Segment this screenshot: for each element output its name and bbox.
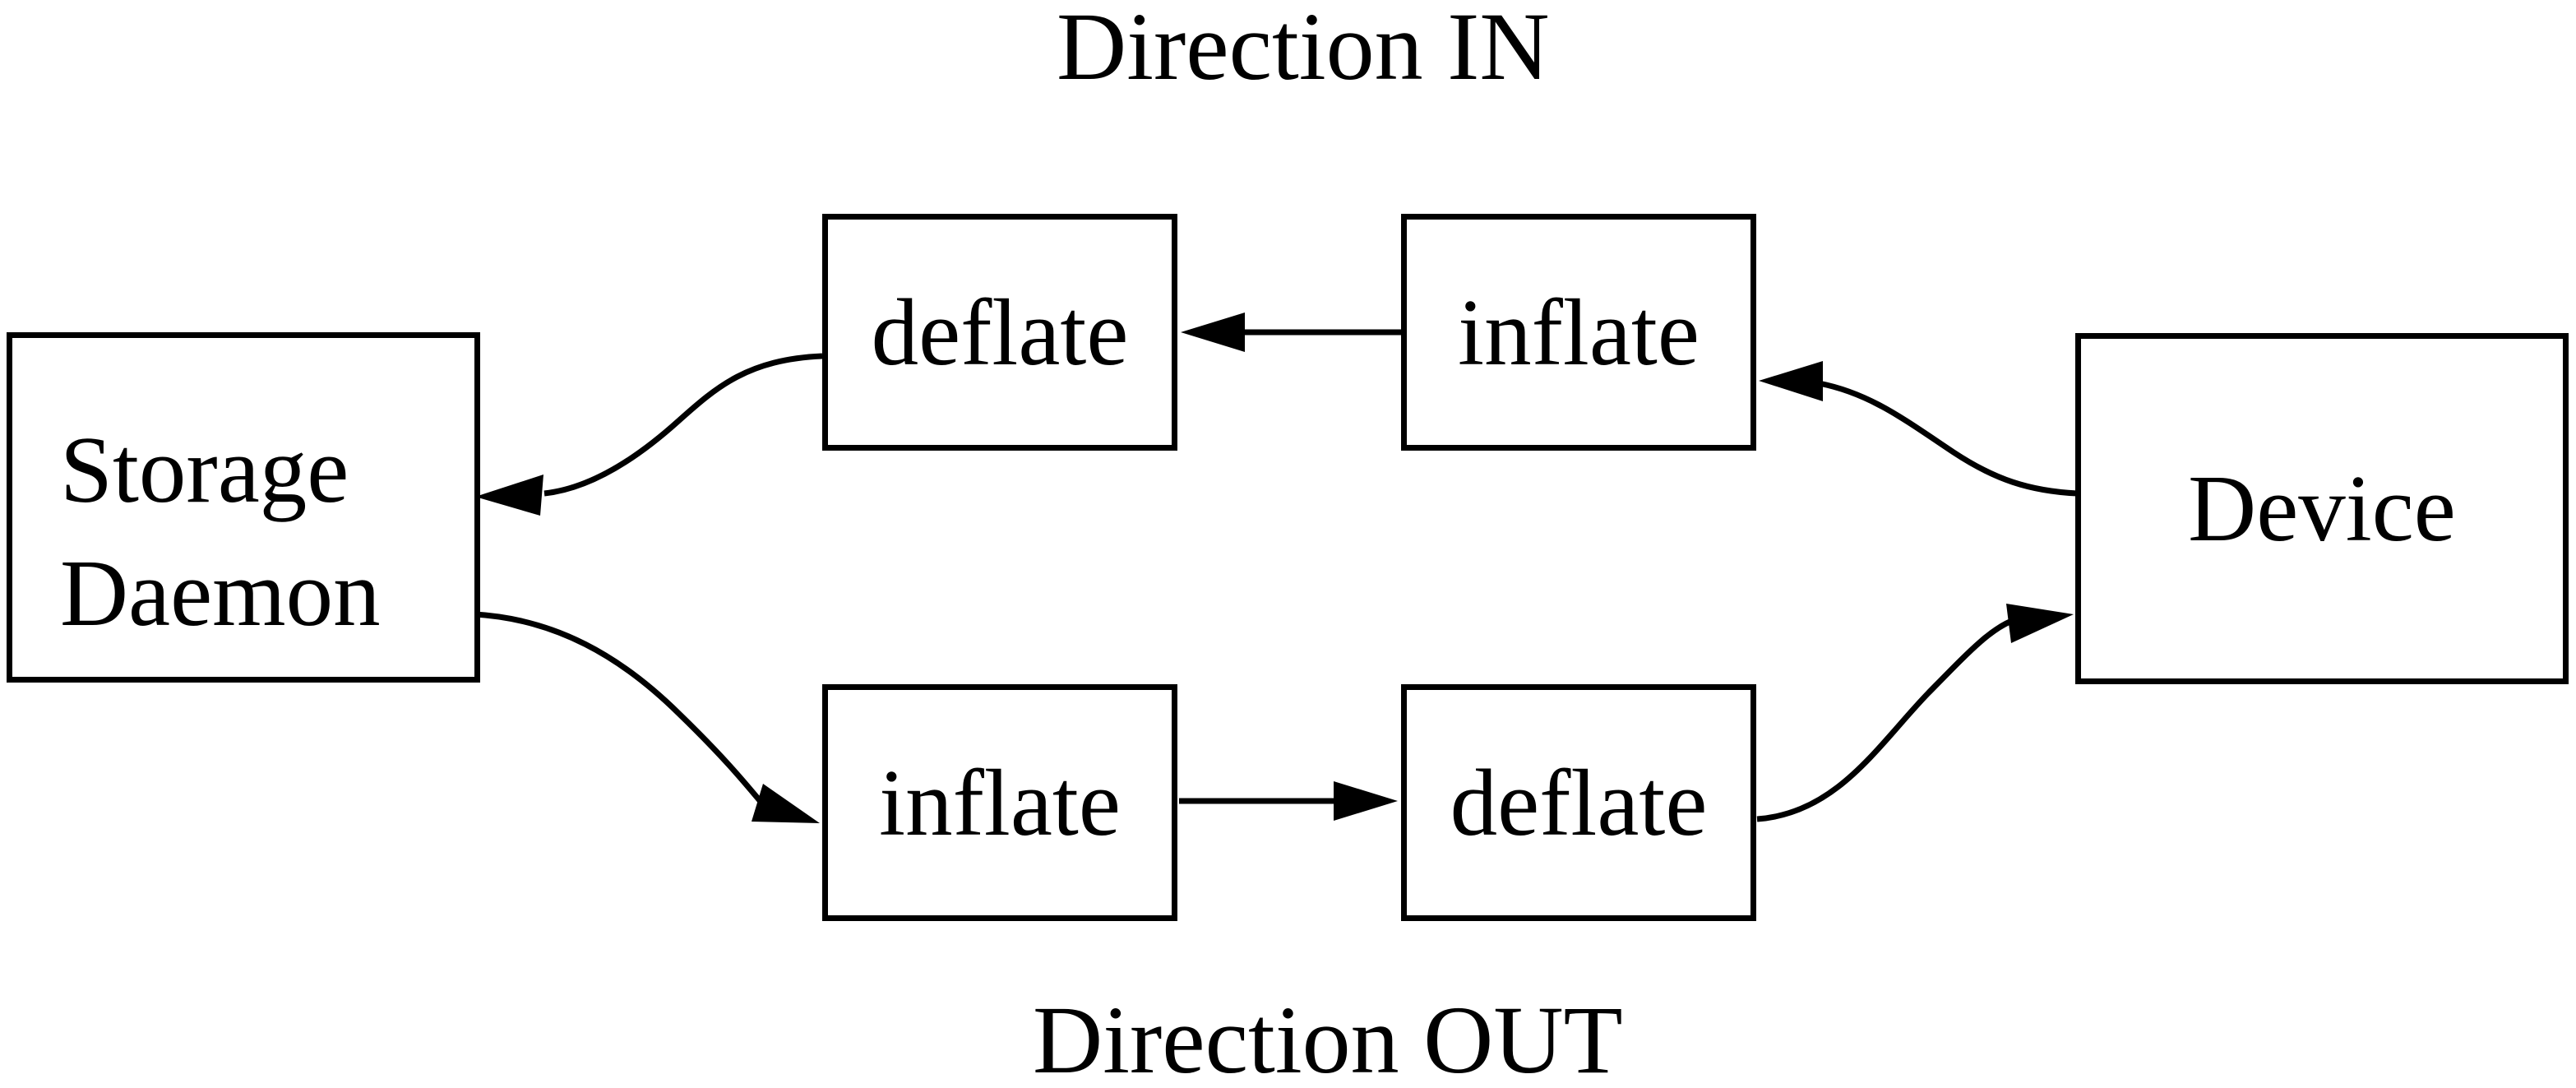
top-inflate-label: inflate [1458,280,1700,385]
arrowhead-into-bottom-inflate [752,784,820,823]
arrowhead-into-top-deflate [1181,313,1245,352]
edge-top-inflate-to-top-deflate [1181,313,1401,352]
title-direction-out: Direction OUT [1033,986,1623,1088]
node-device: Device [2075,333,2569,684]
arrowhead-into-top-inflate [1759,361,1823,401]
title-direction-in: Direction IN [1057,0,1550,100]
edge-storage-daemon-to-bottom-inflate [474,611,820,823]
bottom-deflate-label: deflate [1450,750,1708,855]
top-deflate-label: deflate [871,280,1129,385]
arrowhead-into-device [2006,604,2074,643]
node-top-deflate: deflate [822,214,1177,451]
edge-bottom-deflate-to-device [1756,604,2074,822]
storage-daemon-label-line1: Storage [60,418,349,522]
node-bottom-inflate: inflate [822,684,1177,921]
storage-daemon-label-line2: Daemon [60,541,381,646]
bottom-inflate-label: inflate [879,750,1121,855]
edge-top-deflate-to-storage-daemon [475,353,823,516]
edge-device-to-top-inflate [1759,361,2078,497]
node-bottom-deflate: deflate [1401,684,1756,921]
node-top-inflate: inflate [1401,214,1756,451]
edge-bottom-inflate-to-bottom-deflate [1179,781,1398,821]
node-storage-daemon: Storage Daemon [7,332,480,683]
arrowhead-into-bottom-deflate [1334,781,1398,821]
arrowhead-into-storage-daemon [475,475,543,516]
device-label: Device [2188,456,2456,561]
